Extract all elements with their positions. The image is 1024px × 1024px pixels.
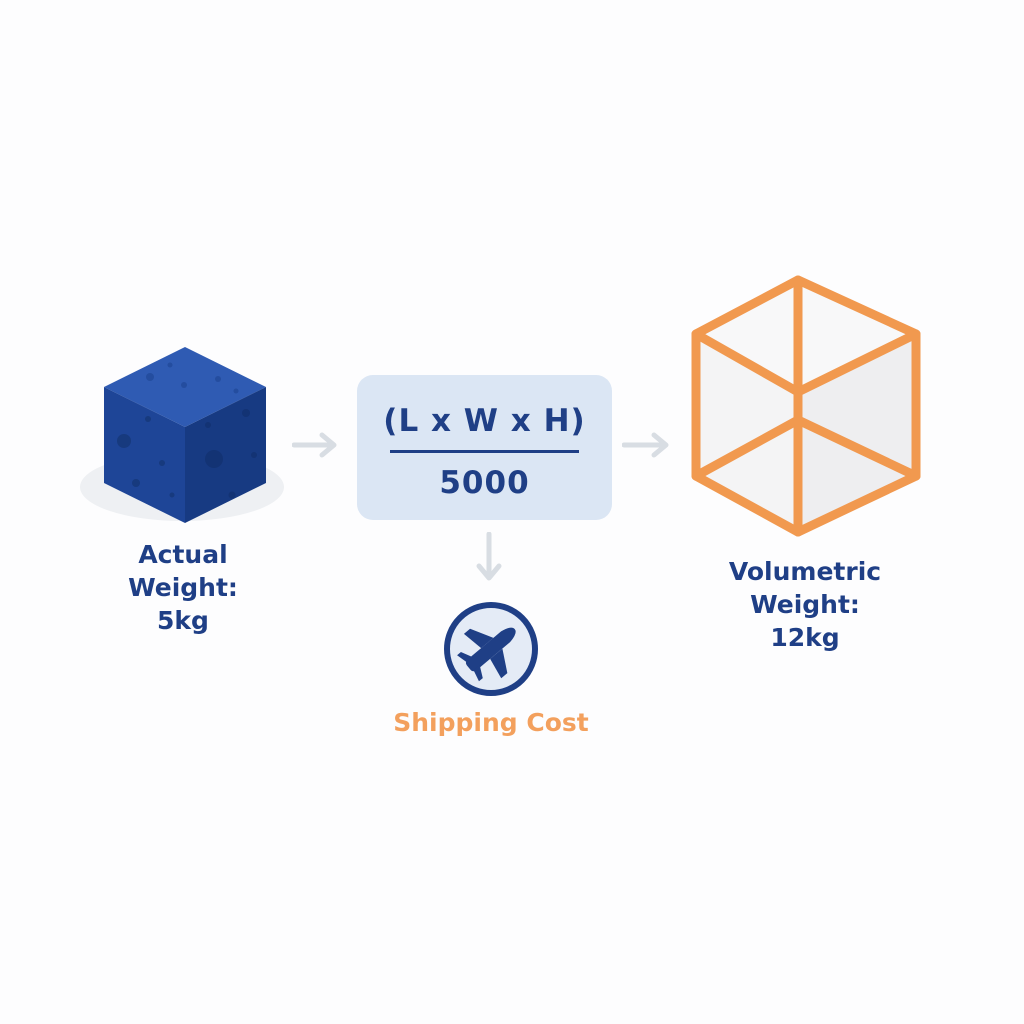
arrow-right-icon — [622, 432, 669, 458]
volumetric-weight-value: 12kg — [770, 623, 840, 652]
volumetric-weight-label: Volumetric Weight: 12kg — [700, 555, 910, 654]
arrow-down-icon — [476, 532, 502, 581]
volumetric-weight-line1: Volumetric — [728, 557, 882, 586]
airplane-icon — [444, 602, 538, 696]
arrow-right-icon — [292, 432, 337, 458]
formula-denominator: 5000 — [439, 465, 530, 501]
volumetric-weight-line2: Weight: — [750, 590, 860, 619]
actual-weight-line1: Actual — [138, 540, 228, 569]
shipping-cost-label: Shipping Cost — [393, 708, 589, 737]
wireframe-cube-icon — [691, 275, 921, 537]
formula-box: (L x W x H) 5000 — [357, 375, 612, 520]
actual-weight-line2: Weight: — [128, 573, 238, 602]
actual-weight-label: Actual Weight: 5kg — [90, 538, 276, 637]
actual-weight-value: 5kg — [157, 606, 209, 635]
formula-numerator: (L x W x H) — [383, 403, 586, 439]
fraction-bar — [390, 450, 579, 453]
solid-cube-icon — [80, 347, 284, 523]
